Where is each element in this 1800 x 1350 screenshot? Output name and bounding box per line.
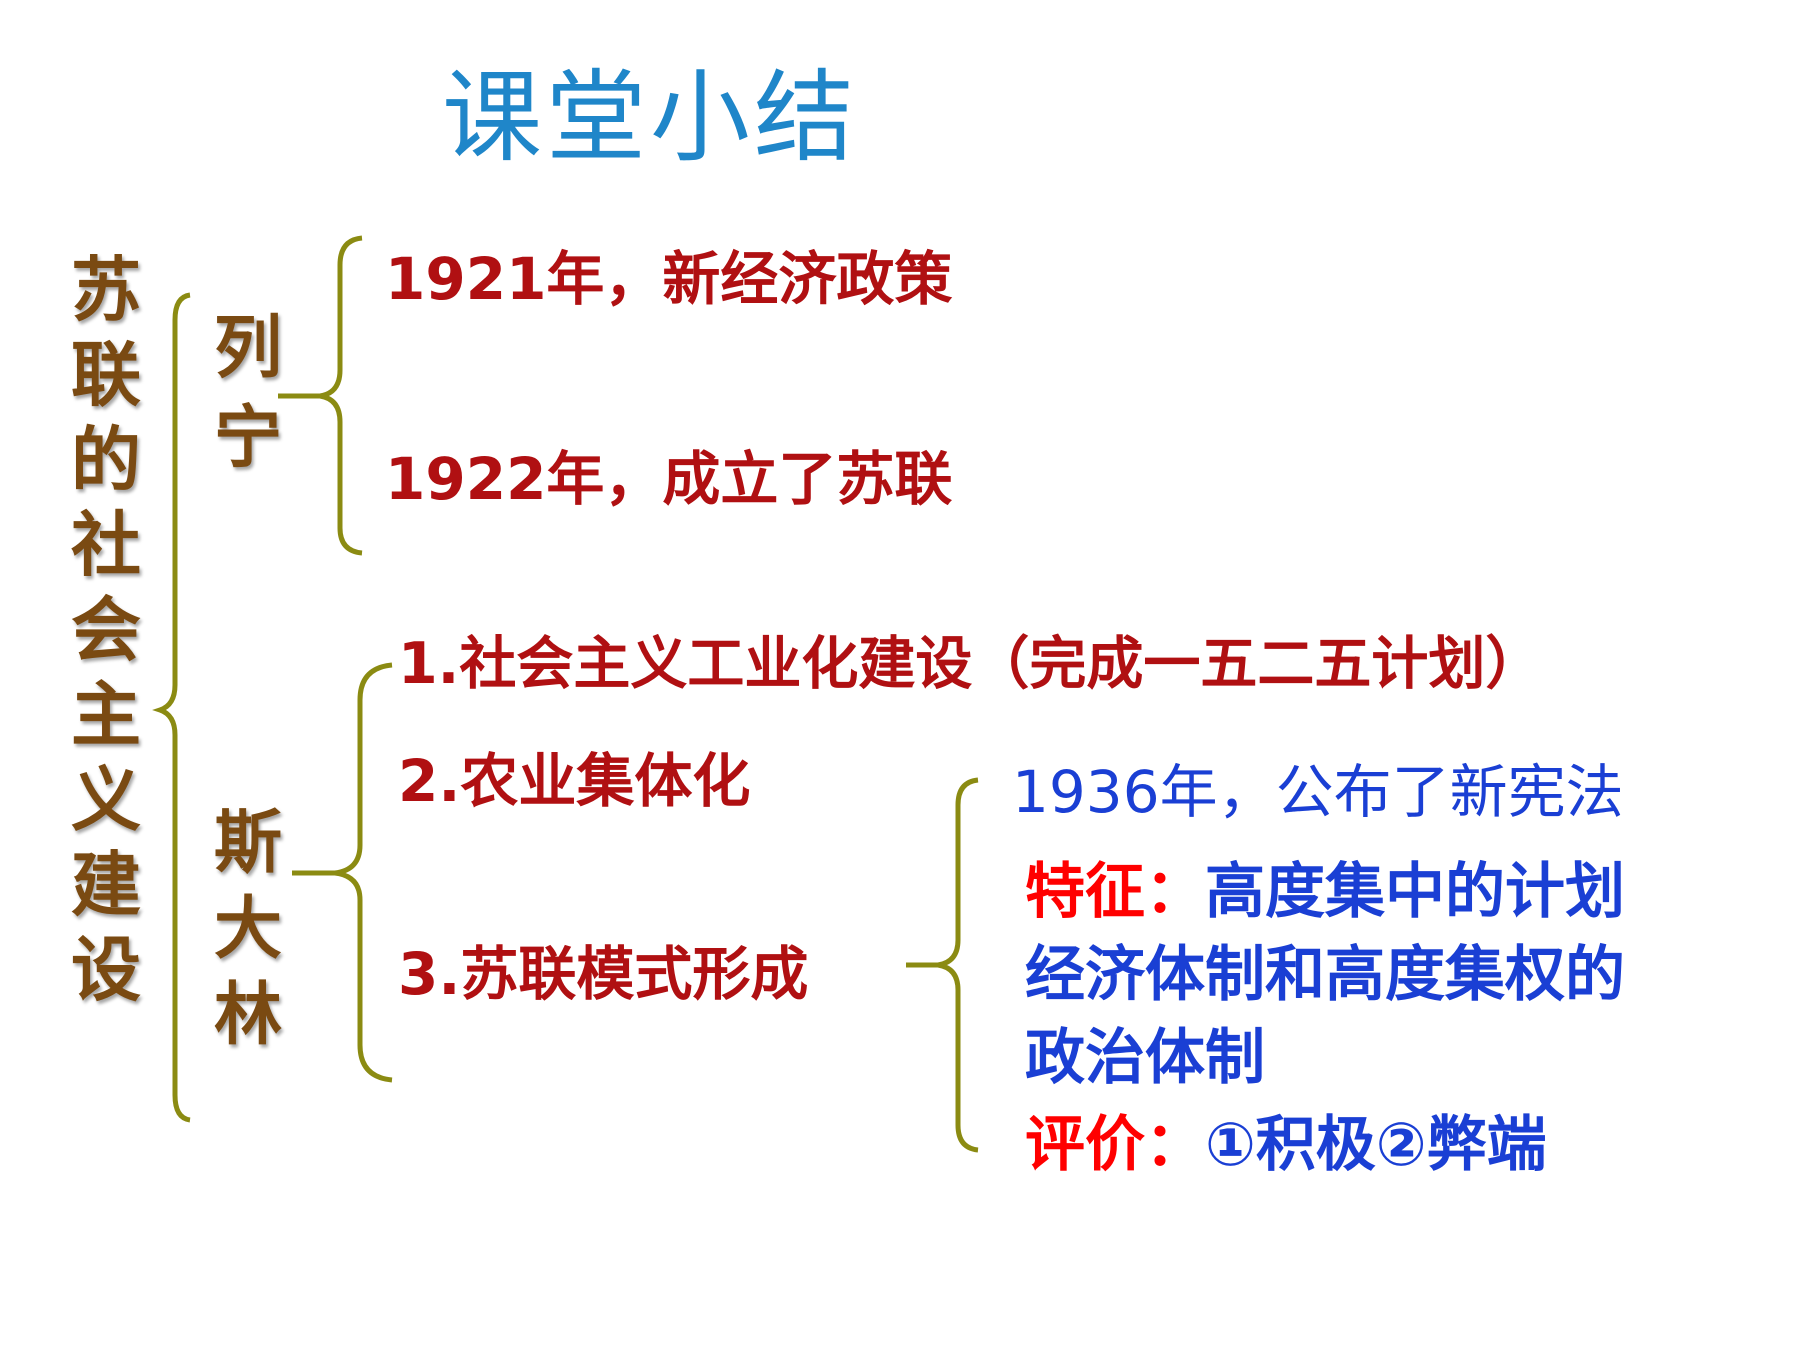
stalin-label-char: 大 xyxy=(213,890,282,969)
main-brace xyxy=(152,292,191,1123)
page-title: 课堂小结 xyxy=(442,59,858,176)
stalin-item-model: 3.苏联模式形成 xyxy=(398,940,809,1008)
feature-text: 高度集中的计划 xyxy=(1205,857,1625,927)
main-topic-char: 设 xyxy=(71,929,141,1011)
main-topic-char: 苏 xyxy=(71,249,141,331)
main-topic-char: 建 xyxy=(71,844,141,926)
main-topic: 苏 联 的 社 会 主 义 建 设 xyxy=(64,255,148,1020)
evaluation-label: 评价： xyxy=(1025,1110,1205,1180)
evaluation-line: 评价：①积极②弊端 xyxy=(1025,1115,1547,1175)
lenin-item-nep: 1921年，新经济政策 xyxy=(385,245,953,313)
lenin-label: 列 宁 xyxy=(208,315,288,495)
main-topic-char: 会 xyxy=(71,589,141,671)
feature-line-3: 政治体制 xyxy=(1025,1023,1265,1093)
stalin-label-char: 林 xyxy=(213,976,282,1055)
stalin-item-collectivization: 2.农业集体化 xyxy=(398,747,751,815)
stalin-label: 斯 大 林 xyxy=(208,810,288,1068)
stalin-item-industrialization: 1.社会主义工业化建设（完成一五二五计划） xyxy=(398,631,1543,697)
feature-line-2: 经济体制和高度集权的 xyxy=(1025,940,1625,1010)
constitution-note: 1936年，公布了新宪法 xyxy=(1012,758,1624,826)
model-brace xyxy=(937,777,979,1153)
main-topic-char: 义 xyxy=(71,759,141,841)
lenin-label-char: 宁 xyxy=(213,399,282,478)
main-topic-char: 社 xyxy=(71,504,141,586)
stalin-label-char: 斯 xyxy=(213,804,282,883)
main-topic-char: 的 xyxy=(71,419,141,501)
feature-label: 特征： xyxy=(1025,857,1205,927)
lenin-brace xyxy=(319,235,363,556)
feature-line-1: 特征：高度集中的计划 xyxy=(1025,862,1625,922)
main-topic-char: 主 xyxy=(71,674,141,756)
lenin-label-char: 列 xyxy=(213,309,282,388)
stalin-brace xyxy=(334,662,393,1083)
evaluation-text: ①积极②弊端 xyxy=(1205,1110,1547,1180)
lenin-item-ussr: 1922年，成立了苏联 xyxy=(385,445,953,513)
main-topic-char: 联 xyxy=(71,334,141,416)
